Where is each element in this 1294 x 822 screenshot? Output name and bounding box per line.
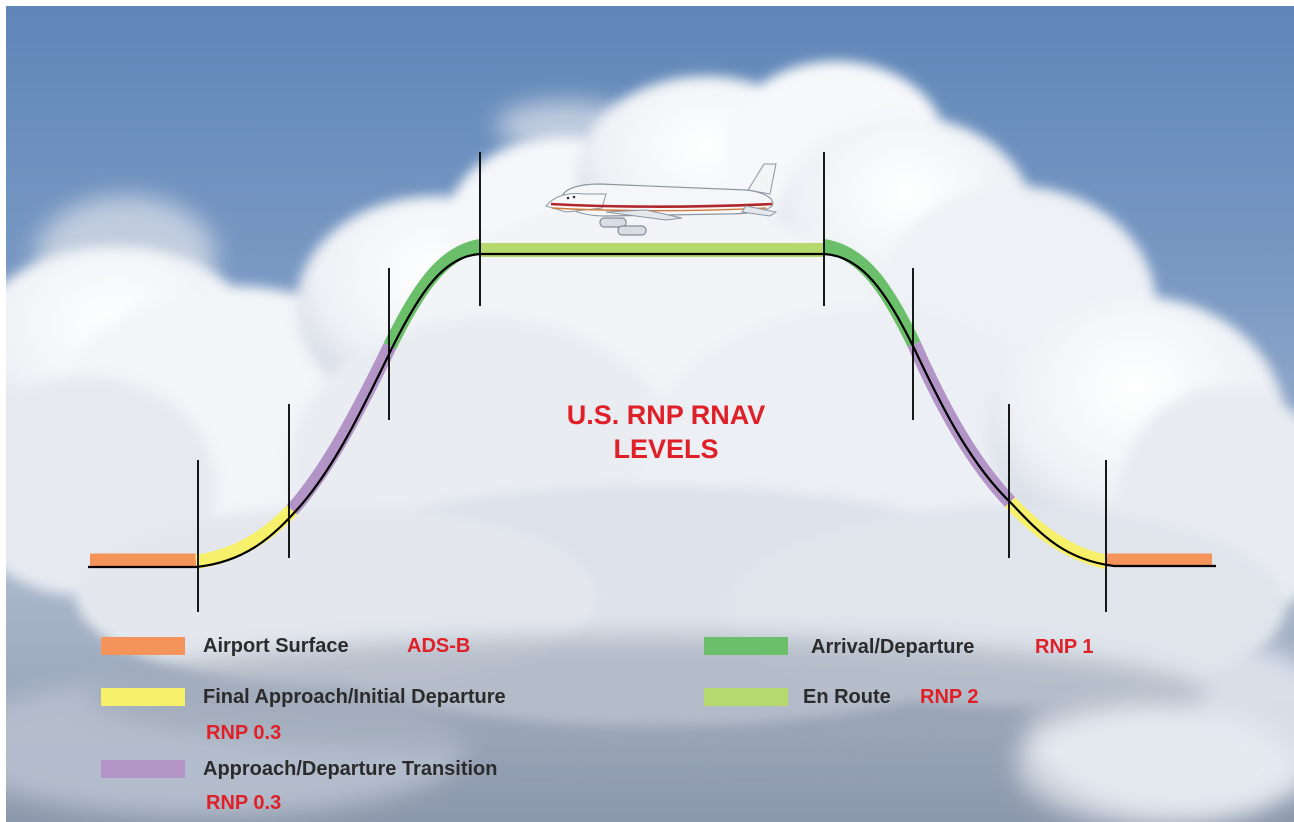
legend-label-final-approach: Final Approach/Initial Departure [203, 686, 506, 708]
flight-path-line [88, 252, 1216, 569]
diagram-title-line-1: U.S. RNP RNAV [566, 400, 766, 430]
airliner-icon [545, 163, 778, 236]
swatch-airport-surface [101, 637, 185, 655]
legend-label-airport-surface: Airport Surface [203, 635, 349, 657]
swatch-final-approach [101, 688, 185, 706]
band-arrival-departure-left [383, 239, 482, 350]
swatch-arrival-departure [704, 637, 788, 655]
legend-value-transition: RNP 0.3 [206, 792, 282, 814]
diagram-title: U.S. RNP RNAV LEVELS [501, 398, 831, 466]
diagram-title-line-2: LEVELS [613, 434, 719, 464]
band-final-approach-left [194, 505, 298, 569]
legend-label-transition: Approach/Departure Transition [203, 758, 498, 780]
legend-value-en-route: RNP 2 [920, 686, 979, 708]
swatch-transition [101, 760, 185, 778]
flight-profile [88, 239, 1216, 569]
swatch-en-route [704, 688, 788, 706]
legend-label-en-route: En Route [803, 686, 891, 708]
sky-background [6, 6, 1294, 822]
diagram-frame: U.S. RNP RNAV LEVELS Airport Surface ADS… [6, 6, 1294, 822]
legend-value-airport-surface: ADS-B [407, 635, 471, 657]
legend-value-final-approach: RNP 0.3 [206, 722, 282, 744]
legend-label-arrival-departure: Arrival/Departure [811, 636, 975, 658]
band-arrival-departure-right [822, 239, 921, 348]
legend-value-arrival-departure: RNP 1 [1035, 636, 1094, 658]
segment-dividers [197, 152, 1107, 612]
band-transition-left [286, 342, 397, 515]
